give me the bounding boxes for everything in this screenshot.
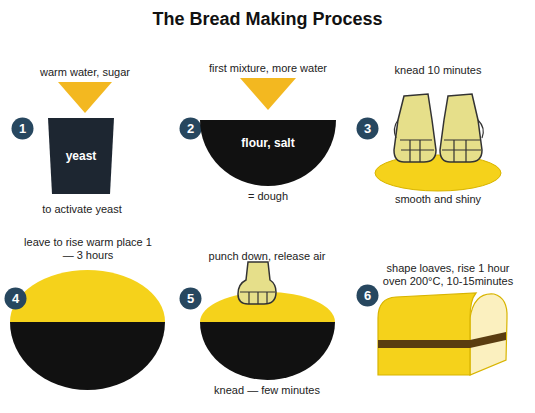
step-caption: punch down, release air xyxy=(187,250,347,263)
kneading-hand xyxy=(394,94,436,162)
number-circle xyxy=(180,118,202,140)
step-number: 6 xyxy=(364,288,371,303)
step-caption: smooth and shiny xyxy=(368,193,508,206)
mixing-bowl: flour, salt xyxy=(200,120,336,186)
ingredient-text: yeast xyxy=(66,149,97,163)
number-circle xyxy=(180,288,202,310)
step-number-circle: 4 xyxy=(4,287,27,310)
step-number: 2 xyxy=(187,121,194,136)
step-caption: to activate yeast xyxy=(22,203,142,216)
step-number-circle: 2 xyxy=(179,117,202,140)
step-number: 3 xyxy=(364,121,371,136)
mixing-bowl xyxy=(200,322,335,380)
risen-dough xyxy=(10,270,165,322)
bread-loaf xyxy=(378,293,507,375)
step-caption: shape loaves, rise 1 hour oven 200°C, 10… xyxy=(374,262,522,288)
step-number: 1 xyxy=(19,121,26,136)
step-caption: leave to rise warm place 1 — 3 hours xyxy=(23,236,153,262)
step-caption: = dough xyxy=(208,190,328,203)
yeast-cup: yeast xyxy=(48,118,114,194)
mixing-bowl xyxy=(10,322,165,390)
node-outline xyxy=(200,120,336,186)
number-circle xyxy=(357,285,379,307)
diagram-title: The Bread Making Process xyxy=(0,9,535,30)
pour-triangle xyxy=(240,78,296,110)
punching-fist xyxy=(238,262,276,304)
number-circle xyxy=(5,288,27,310)
ingredient-text: flour, salt xyxy=(241,136,294,150)
step-number-circle: 6 xyxy=(356,284,379,307)
bowl-shape xyxy=(200,120,336,186)
step-caption: knead — few minutes xyxy=(187,384,347,397)
step-caption: first mixture, more water xyxy=(188,62,348,75)
step-number-circle: 5 xyxy=(179,287,202,310)
dough xyxy=(200,292,335,322)
cup-shape xyxy=(48,118,114,194)
pour-triangle xyxy=(58,82,112,113)
step-number: 5 xyxy=(187,291,194,306)
step-number-circle: 1 xyxy=(11,117,34,140)
number-circle xyxy=(12,118,34,140)
step-caption: warm water, sugar xyxy=(25,66,145,79)
step-caption: knead 10 minutes xyxy=(368,64,508,77)
dough xyxy=(375,155,501,191)
step-number: 4 xyxy=(12,291,19,306)
number-circle xyxy=(357,118,379,140)
step-number-circle: 3 xyxy=(356,117,379,140)
kneading-hand xyxy=(440,94,483,162)
